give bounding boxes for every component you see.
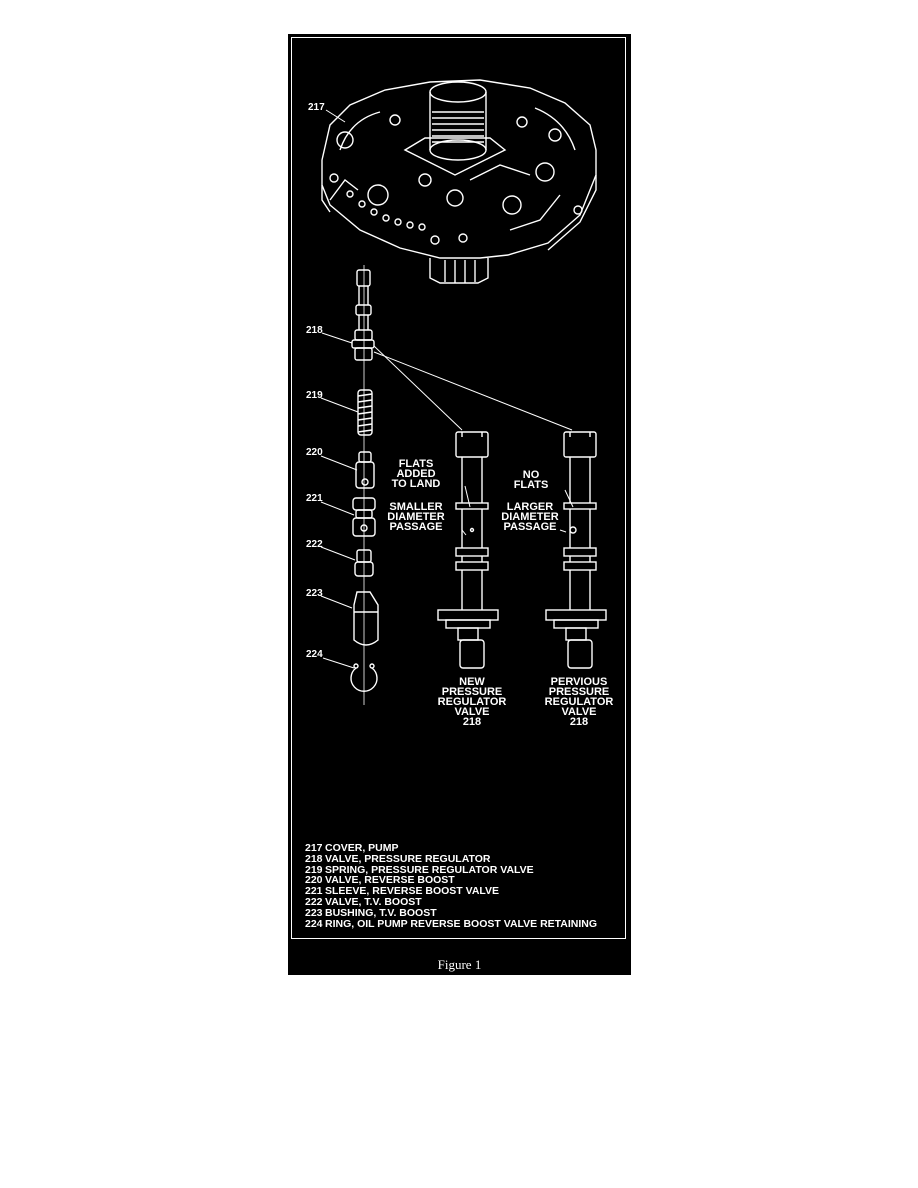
previous-caption-line-1: PERVIOUS xyxy=(550,676,608,688)
new-caption-line-1: NEW xyxy=(459,676,485,688)
new-caption-line-2: PRESSURE xyxy=(441,686,503,698)
callout-leaders xyxy=(320,109,574,669)
figure-caption: Figure 1 xyxy=(437,957,482,972)
legend-code: 222 xyxy=(305,895,323,908)
callout-218: 218 xyxy=(306,325,323,336)
legend-code: 218 xyxy=(305,852,323,865)
previous-flats-note: NO FLATS xyxy=(509,469,553,491)
callout-224: 224 xyxy=(306,649,323,660)
new-caption-line-5: 218 xyxy=(462,716,482,728)
new-flats-line-2: ADDED xyxy=(396,468,436,480)
legend-code: 223 xyxy=(305,906,323,919)
legend-text: SPRING, PRESSURE REGULATOR VALVE xyxy=(325,863,534,876)
callout-219: 219 xyxy=(306,390,323,401)
new-passage-note: SMALLER DIAMETER PASSAGE xyxy=(385,501,447,533)
previous-caption-line-5: 218 xyxy=(569,716,589,728)
sleeve-221 xyxy=(352,497,376,537)
bushing-223 xyxy=(353,591,379,646)
pump-cover-217 xyxy=(321,79,597,284)
previous-passage-line-2: DIAMETER xyxy=(501,511,559,523)
new-passage-line-1: SMALLER xyxy=(389,501,443,513)
legend-text: SLEEVE, REVERSE BOOST VALVE xyxy=(325,885,500,898)
previous-valve-caption: PERVIOUS PRESSURE REGULATOR VALVE 218 xyxy=(541,676,617,728)
previous-caption-line-4: VALVE xyxy=(561,706,597,718)
previous-valve-illustration xyxy=(545,431,607,669)
new-passage-line-2: DIAMETER xyxy=(387,511,445,523)
new-valve-illustration xyxy=(437,431,499,669)
legend-text: VALVE, T.V. BOOST xyxy=(325,895,422,908)
retaining-ring-224 xyxy=(350,663,378,692)
previous-passage-note: LARGER DIAMETER PASSAGE xyxy=(499,501,561,533)
legend-code: 224 xyxy=(305,917,323,930)
tv-boost-valve-222 xyxy=(354,549,374,577)
legend-code: 219 xyxy=(305,863,323,876)
new-flats-note: FLATS ADDED TO LAND xyxy=(388,458,444,490)
callout-217: 217 xyxy=(308,102,325,113)
new-passage-line-3: PASSAGE xyxy=(389,521,443,533)
callout-223: 223 xyxy=(306,588,323,599)
legend-text: RING, OIL PUMP REVERSE BOOST VALVE RETAI… xyxy=(325,917,598,930)
callout-220: 220 xyxy=(306,447,323,458)
legend-code: 220 xyxy=(305,874,323,887)
previous-caption-line-2: PRESSURE xyxy=(548,686,610,698)
legend-text: BUSHING, T.V. BOOST xyxy=(325,906,437,919)
callout-222: 222 xyxy=(306,539,323,550)
new-caption-line-3: REGULATOR xyxy=(437,696,507,708)
callout-221: 221 xyxy=(306,493,323,504)
pressure-regulator-valve-218 xyxy=(351,269,375,361)
previous-flats-line-1: NO xyxy=(522,469,540,481)
legend-code: 217 xyxy=(305,842,323,854)
new-flats-line-1: FLATS xyxy=(398,458,434,470)
new-caption-line-4: VALVE xyxy=(454,706,490,718)
new-flats-line-3: TO LAND xyxy=(391,478,441,490)
legend-text: COVER, PUMP xyxy=(325,842,399,854)
diagram-frame xyxy=(291,37,626,939)
previous-passage-line-3: PASSAGE xyxy=(503,521,557,533)
previous-passage-line-1: LARGER xyxy=(506,501,554,513)
previous-caption-line-3: REGULATOR xyxy=(544,696,614,708)
new-valve-caption: NEW PRESSURE REGULATOR VALVE 218 xyxy=(434,676,510,728)
legend-text: VALVE, PRESSURE REGULATOR xyxy=(325,852,491,865)
reverse-boost-valve-220 xyxy=(355,451,375,489)
legend-text: VALVE, REVERSE BOOST xyxy=(325,874,455,887)
spring-219 xyxy=(357,389,373,436)
previous-flats-line-2: FLATS xyxy=(513,479,549,491)
legend-code: 221 xyxy=(305,885,323,898)
